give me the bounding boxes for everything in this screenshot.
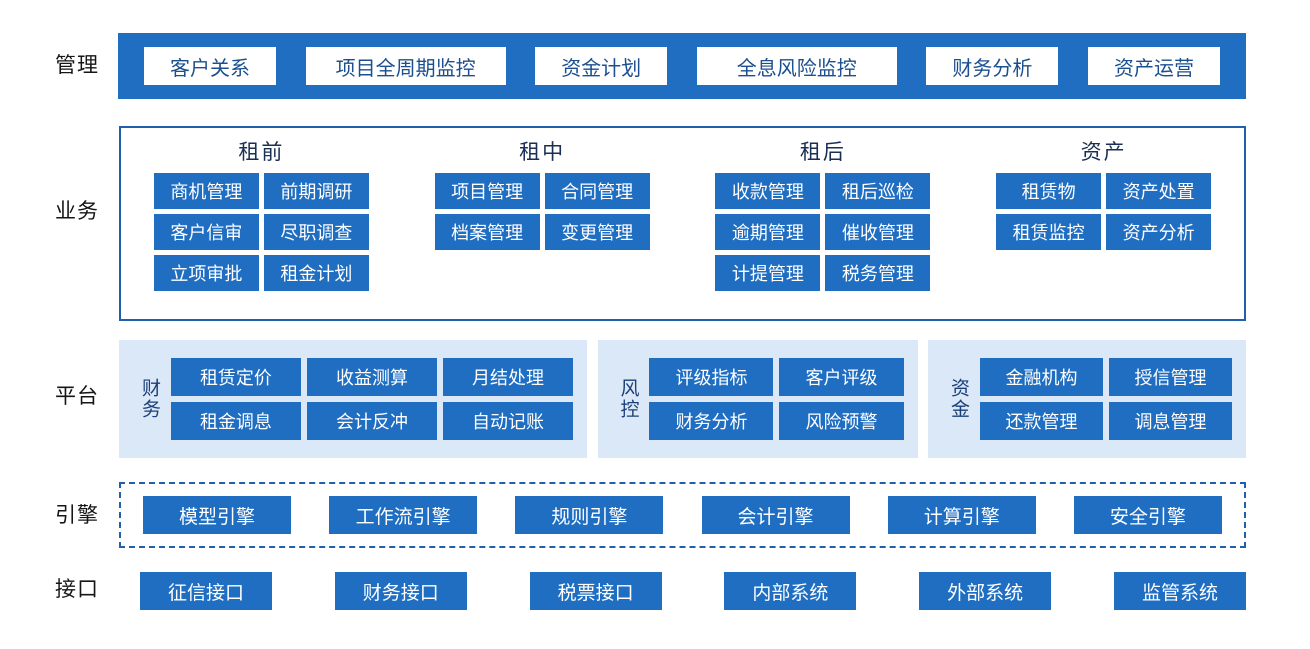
business-group-post-lease: 租后 收款管理 租后巡检 逾期管理 催收管理 计提管理 税务管理	[683, 128, 964, 319]
business-tile-opportunity-management[interactable]: 商机管理	[153, 173, 259, 209]
management-chip-project-lifecycle-monitoring[interactable]: 项目全周期监控	[305, 47, 506, 85]
platform-tile-rent-rate-adjustment[interactable]: 租金调息	[170, 402, 301, 440]
business-tile-overdue-management[interactable]: 逾期管理	[715, 214, 821, 250]
platform-tile-grid-risk-control: 评级指标 客户评级 财务分析 风险预警	[649, 358, 904, 440]
platform-group-funds: 资金 金融机构 授信管理 还款管理 调息管理	[928, 340, 1246, 458]
business-tile-grid-post-lease: 收款管理 租后巡检 逾期管理 催收管理 计提管理 税务管理	[715, 173, 931, 291]
business-tile-collection-management[interactable]: 收款管理	[715, 173, 821, 209]
business-tile-contract-management[interactable]: 合同管理	[544, 173, 650, 209]
platform-tile-financial-analysis[interactable]: 财务分析	[649, 402, 774, 440]
platform-tile-repayment-management[interactable]: 还款管理	[979, 402, 1103, 440]
business-tile-due-diligence[interactable]: 尽职调查	[263, 214, 369, 250]
row-label-business: 业务	[55, 200, 99, 223]
row-label-platform: 平台	[55, 385, 99, 408]
platform-tile-yield-calculation[interactable]: 收益测算	[306, 358, 437, 396]
platform-tile-month-end-processing[interactable]: 月结处理	[442, 358, 573, 396]
platform-group-finance: 财务 租赁定价 收益测算 月结处理 租金调息 会计反冲 自动记账	[119, 340, 587, 458]
business-tile-rent-plan[interactable]: 租金计划	[263, 255, 369, 291]
business-tile-leased-object[interactable]: 租赁物	[996, 173, 1102, 209]
engine-tile-calculation-engine[interactable]: 计算引擎	[887, 496, 1036, 534]
platform-tile-credit-management[interactable]: 授信管理	[1108, 358, 1232, 396]
platform-tile-auto-bookkeeping[interactable]: 自动记账	[442, 402, 573, 440]
platform-tile-grid-finance: 租赁定价 收益测算 月结处理 租金调息 会计反冲 自动记账	[170, 358, 573, 440]
business-tile-project-management[interactable]: 项目管理	[434, 173, 540, 209]
business-tile-project-approval[interactable]: 立项审批	[153, 255, 259, 291]
row-label-engine: 引擎	[55, 504, 99, 527]
interface-tile-finance-interface[interactable]: 财务接口	[334, 572, 467, 610]
management-chip-funding-plan[interactable]: 资金计划	[535, 47, 668, 85]
management-chip-customer-relations[interactable]: 客户关系	[144, 47, 276, 85]
row-label-management: 管理	[55, 54, 99, 77]
platform-tile-rate-adjustment-management[interactable]: 调息管理	[1108, 402, 1232, 440]
business-tile-preliminary-research[interactable]: 前期调研	[263, 173, 369, 209]
business-tile-grid-in-lease: 项目管理 合同管理 档案管理 变更管理	[434, 173, 650, 250]
management-layer-bar: 客户关系 项目全周期监控 资金计划 全息风险监控 财务分析 资产运营	[118, 33, 1246, 99]
business-tile-asset-disposal[interactable]: 资产处置	[1106, 173, 1212, 209]
management-chip-asset-operations[interactable]: 资产运营	[1087, 47, 1220, 85]
interface-tile-credit-bureau-interface[interactable]: 征信接口	[140, 572, 272, 610]
business-tile-change-management[interactable]: 变更管理	[544, 214, 650, 250]
business-tile-grid-pre-lease: 商机管理 前期调研 客户信审 尽职调查 立项审批 租金计划	[153, 173, 369, 291]
business-tile-grid-asset: 租赁物 资产处置 租赁监控 资产分析	[996, 173, 1212, 250]
interface-tile-regulatory-system[interactable]: 监管系统	[1113, 572, 1246, 610]
business-group-in-lease: 租中 项目管理 合同管理 档案管理 变更管理	[402, 128, 683, 319]
management-chip-holographic-risk-monitoring[interactable]: 全息风险监控	[696, 47, 897, 85]
interface-layer-row: 征信接口 财务接口 税票接口 内部系统 外部系统 监管系统	[140, 571, 1246, 611]
engine-tile-security-engine[interactable]: 安全引擎	[1073, 496, 1222, 534]
platform-tile-lease-pricing[interactable]: 租赁定价	[170, 358, 301, 396]
business-group-title-pre-lease: 租前	[238, 141, 285, 164]
business-group-title-in-lease: 租中	[519, 141, 566, 164]
platform-tile-rating-indicators[interactable]: 评级指标	[649, 358, 774, 396]
platform-group-label-risk-control: 风控	[617, 378, 639, 420]
platform-tile-grid-funds: 金融机构 授信管理 还款管理 调息管理	[979, 358, 1232, 440]
business-tile-tax-management[interactable]: 税务管理	[825, 255, 931, 291]
engine-tile-model-engine[interactable]: 模型引擎	[143, 496, 291, 534]
platform-tile-financial-institution[interactable]: 金融机构	[979, 358, 1103, 396]
interface-tile-external-system[interactable]: 外部系统	[919, 572, 1052, 610]
platform-group-label-finance: 财务	[138, 378, 160, 420]
management-chip-financial-analysis[interactable]: 财务分析	[926, 47, 1059, 85]
business-tile-asset-analysis[interactable]: 资产分析	[1106, 214, 1212, 250]
engine-tile-workflow-engine[interactable]: 工作流引擎	[329, 496, 478, 534]
business-tile-customer-credit-review[interactable]: 客户信审	[153, 214, 259, 250]
platform-tile-accounting-reversal[interactable]: 会计反冲	[306, 402, 437, 440]
platform-tile-risk-alert[interactable]: 风险预警	[779, 402, 904, 440]
business-tile-archive-management[interactable]: 档案管理	[434, 214, 540, 250]
interface-tile-tax-invoice-interface[interactable]: 税票接口	[529, 572, 662, 610]
platform-layer-row: 财务 租赁定价 收益测算 月结处理 租金调息 会计反冲 自动记账 风控 评级指标…	[119, 340, 1246, 458]
row-label-interface: 接口	[55, 578, 99, 601]
business-tile-post-lease-inspection[interactable]: 租后巡检	[825, 173, 931, 209]
business-group-pre-lease: 租前 商机管理 前期调研 客户信审 尽职调查 立项审批 租金计划	[121, 128, 402, 319]
engine-tile-rule-engine[interactable]: 规则引擎	[515, 496, 664, 534]
platform-tile-customer-rating[interactable]: 客户评级	[779, 358, 904, 396]
platform-group-label-funds: 资金	[947, 378, 969, 420]
business-tile-dunning-management[interactable]: 催收管理	[825, 214, 931, 250]
engine-tile-accounting-engine[interactable]: 会计引擎	[701, 496, 850, 534]
engine-layer-box: 模型引擎 工作流引擎 规则引擎 会计引擎 计算引擎 安全引擎	[119, 482, 1246, 548]
business-tile-accrual-management[interactable]: 计提管理	[715, 255, 821, 291]
business-group-title-asset: 资产	[1080, 141, 1127, 164]
business-group-asset: 资产 租赁物 资产处置 租赁监控 资产分析	[963, 128, 1244, 319]
platform-group-risk-control: 风控 评级指标 客户评级 财务分析 风险预警	[597, 340, 918, 458]
business-tile-lease-monitoring[interactable]: 租赁监控	[996, 214, 1102, 250]
interface-tile-internal-system[interactable]: 内部系统	[724, 572, 857, 610]
business-group-title-post-lease: 租后	[799, 141, 846, 164]
business-layer-box: 租前 商机管理 前期调研 客户信审 尽职调查 立项审批 租金计划 租中 项目管理…	[119, 126, 1246, 321]
